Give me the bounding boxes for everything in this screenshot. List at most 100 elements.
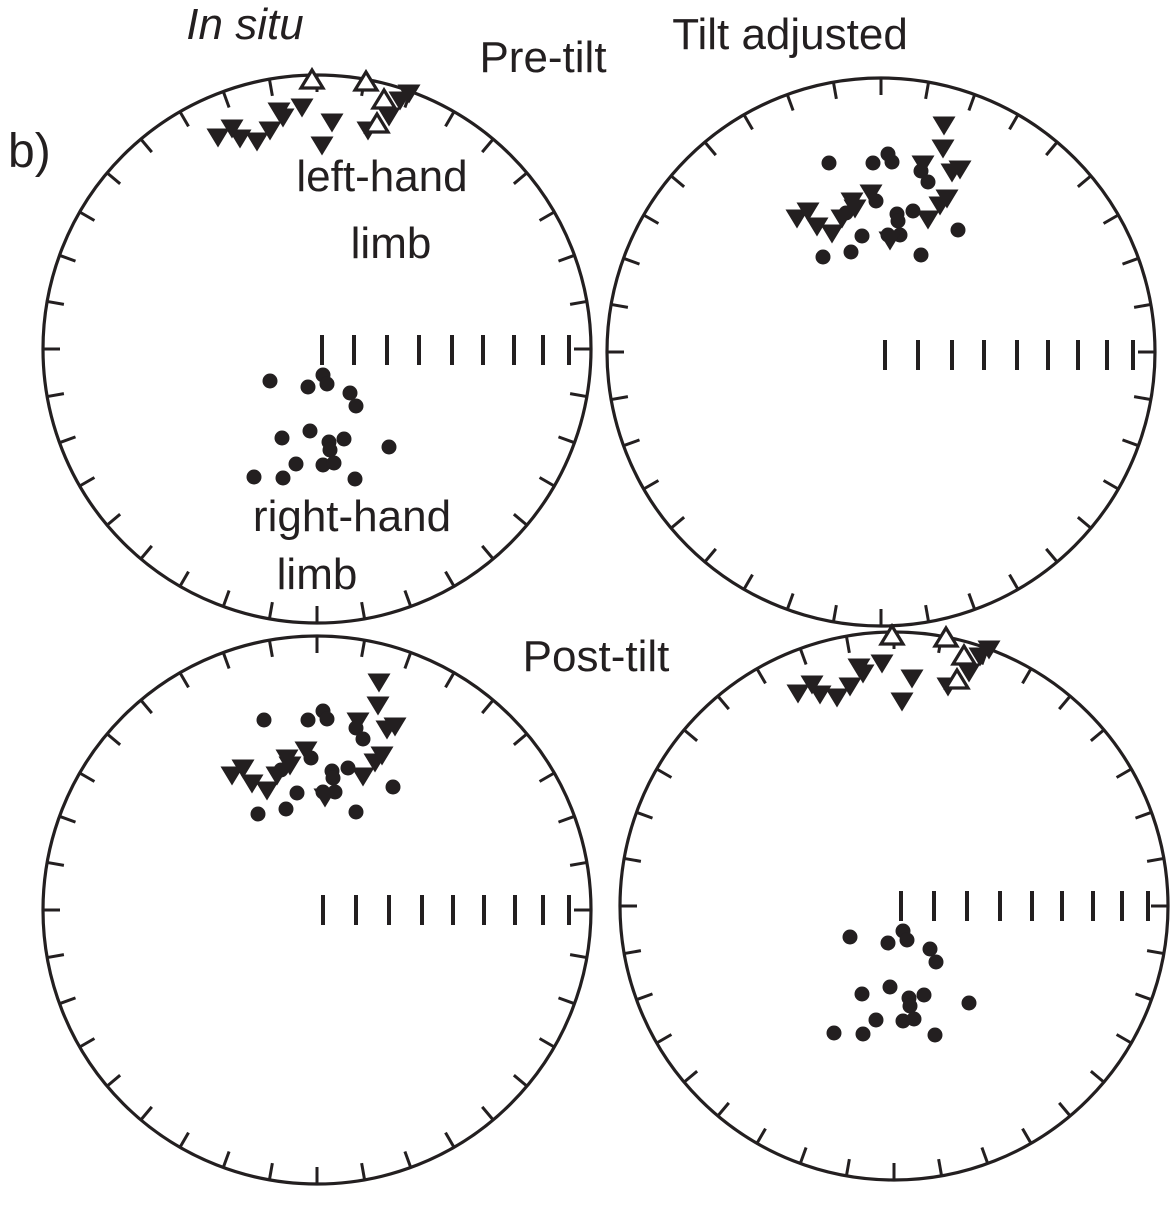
edge-tick: [1146, 949, 1165, 956]
point-filled-circle: [922, 941, 938, 957]
point-filled-circle: [274, 430, 290, 446]
point-filled-circle: [865, 155, 881, 171]
point-filled-triangle-down: [805, 217, 829, 237]
point-filled-circle: [325, 770, 341, 786]
point-filled-circle: [905, 203, 921, 219]
point-filled-circle: [902, 998, 918, 1014]
edge-tick: [221, 652, 231, 670]
edge-tick: [1058, 695, 1072, 711]
point-filled-triangle-down: [271, 108, 295, 128]
point-filled-triangle-down: [377, 107, 401, 127]
title-pre-tilt: Pre-tilt: [479, 33, 607, 82]
edge-tick: [1146, 856, 1165, 863]
edge-tick: [538, 476, 556, 488]
point-filled-triangle-down: [228, 129, 252, 149]
point-filled-circle: [289, 785, 305, 801]
edge-tick: [139, 699, 153, 715]
edge-tick: [1058, 1101, 1072, 1117]
edge-tick: [360, 1162, 367, 1181]
point-filled-triangle-down: [265, 766, 289, 786]
edge-tick: [831, 604, 838, 623]
point-filled-triangle-down: [796, 202, 820, 222]
edge-tick: [1134, 810, 1152, 820]
edge-tick: [636, 810, 654, 820]
point-filled-triangle-down: [870, 654, 894, 674]
edge-tick: [1045, 141, 1059, 157]
point-filled-triangle-down: [890, 692, 914, 712]
edge-tick: [655, 767, 673, 779]
edge-tick: [844, 1158, 851, 1177]
edge-tick: [78, 771, 96, 783]
point-filled-triangle-down: [258, 121, 282, 141]
point-filled-triangle-down: [240, 774, 264, 794]
edge-tick: [403, 652, 413, 670]
point-filled-triangle-down: [825, 688, 849, 708]
point-filled-circle: [326, 455, 342, 471]
edge-tick: [481, 1105, 495, 1121]
edge-tick: [569, 299, 588, 306]
edge-tick: [1121, 438, 1139, 448]
point-filled-circle: [336, 431, 352, 447]
edge-tick: [1102, 213, 1120, 225]
edge-tick: [1115, 767, 1133, 779]
edge-tick: [569, 953, 588, 960]
edge-tick: [623, 256, 641, 266]
edge-tick: [716, 695, 730, 711]
point-open-triangle-up: [363, 110, 391, 134]
edge-tick: [106, 1074, 122, 1088]
point-filled-triangle-down: [245, 132, 269, 152]
edge-tick: [178, 110, 190, 128]
edge-tick: [178, 1131, 190, 1149]
point-filled-circle: [300, 379, 316, 395]
annotation-right-hand: right-hand: [252, 492, 452, 541]
point-filled-triangle-down: [310, 136, 334, 156]
point-filled-triangle-down: [320, 113, 344, 133]
point-filled-triangle-down: [808, 685, 832, 705]
point-filled-circle: [262, 373, 278, 389]
point-filled-circle: [821, 155, 837, 171]
edge-tick: [742, 113, 754, 131]
point-filled-circle: [250, 806, 266, 822]
edge-tick: [444, 110, 456, 128]
edge-tick: [512, 171, 528, 185]
point-filled-triangle-down: [843, 199, 867, 219]
edge-tick: [636, 992, 654, 1002]
edge-tick: [1102, 479, 1120, 491]
edge-tick: [557, 814, 575, 824]
point-filled-circle: [381, 439, 397, 455]
point-filled-triangle-down: [931, 139, 955, 159]
edge-tick: [1045, 547, 1059, 563]
edge-tick: [683, 1070, 699, 1084]
edge-tick: [403, 589, 413, 607]
point-filled-triangle-down: [786, 684, 810, 704]
point-filled-triangle-down: [231, 759, 255, 779]
point-filled-circle: [899, 932, 915, 948]
edge-tick: [798, 648, 808, 666]
point-filled-triangle-down: [916, 210, 940, 230]
point-filled-circle: [854, 986, 870, 1002]
point-filled-triangle-down: [220, 766, 244, 786]
edge-tick: [623, 438, 641, 448]
point-open-triangle-up: [943, 666, 971, 690]
point-filled-circle: [319, 711, 335, 727]
point-filled-circle: [842, 929, 858, 945]
point-filled-triangle-down: [830, 209, 854, 229]
edge-tick: [481, 699, 495, 715]
edge-tick: [623, 949, 642, 956]
point-open-triangle-up: [298, 66, 326, 90]
edge-tick: [59, 253, 77, 263]
edge-tick: [178, 570, 190, 588]
point-filled-circle: [916, 987, 932, 1003]
point-filled-circle: [843, 244, 859, 260]
point-filled-circle: [256, 712, 272, 728]
point-filled-triangle-down: [294, 741, 318, 761]
edge-tick: [59, 996, 77, 1006]
point-filled-triangle-down: [900, 669, 924, 689]
edge-tick: [844, 635, 851, 654]
edge-tick: [267, 78, 274, 97]
edge-tick: [610, 395, 629, 402]
edge-tick: [655, 1033, 673, 1045]
annotation-right-limb: limb: [276, 550, 358, 599]
